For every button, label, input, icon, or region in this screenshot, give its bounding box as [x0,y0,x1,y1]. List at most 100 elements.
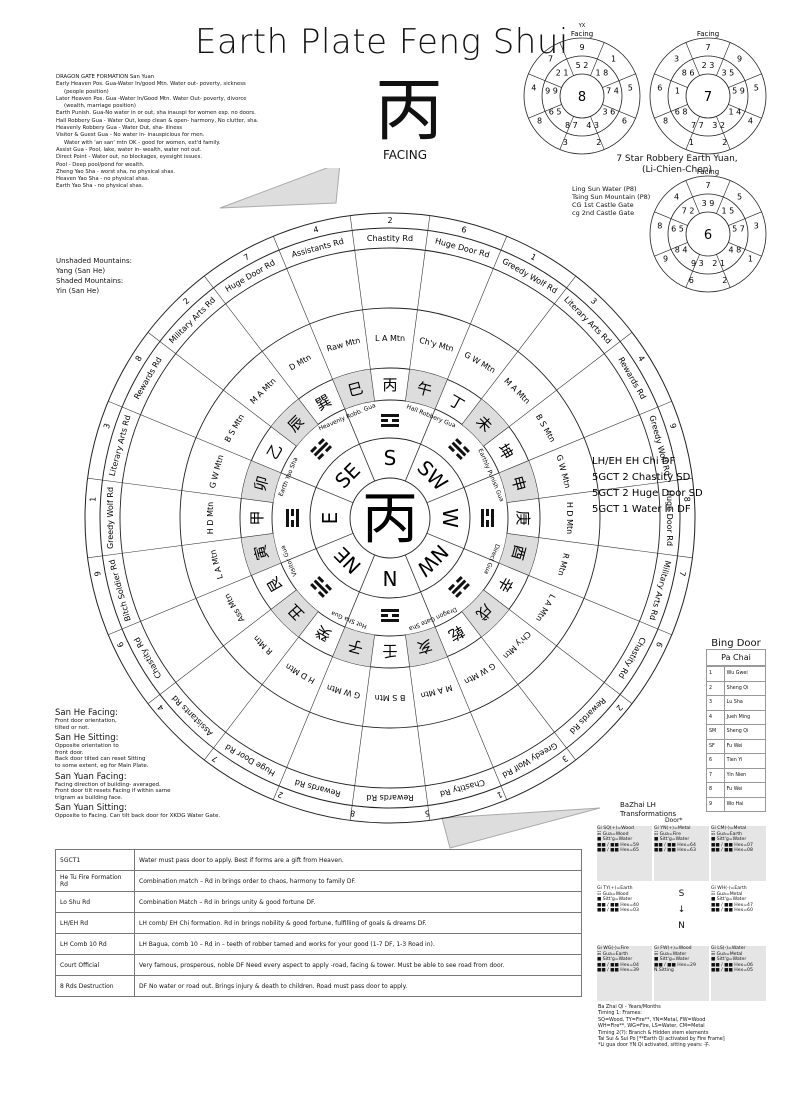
mountain-divider [148,332,296,446]
chart-center-number: 7 [704,90,712,105]
formation-name: 8 Rds Destruction [56,976,135,997]
legend-line: Later Heaven Pos. Gua -Water In/Good Mtn… [56,96,346,103]
trigram-icon [448,576,470,598]
mountain-glyph: 丁 [445,391,467,414]
ring-number: 8 [350,808,356,818]
door-label: Door* [665,817,682,824]
chart-outer-star: 7 [548,54,553,63]
formation-name: Court Official [56,955,135,976]
mountain-glyph: 乾 [445,622,467,645]
mountain-divider [484,590,632,704]
chart-outer-star: 8 [537,117,542,126]
mountain-star-label: H D Mtn [284,661,317,685]
door-cell-line: ■■ / ■■ Hex=03 [597,908,652,914]
mountain-star-label: Ass Mtn [223,592,247,624]
pa-chai-key: 4 [707,710,725,725]
pa-chai-row: SFFu Wei [707,739,766,754]
chart-outer-star: 8 [663,117,668,126]
ring-number: 2 [614,703,624,713]
road-star-label: Chastity Rd [367,234,413,243]
mountain-star-label: B S Mtn [375,693,406,702]
chart-cell-stars: 5 9 [732,87,745,96]
door-cell-line: ■■ / ■■ Hex=60 [711,908,766,914]
mountain-star-label: Raw Mtn [326,336,362,354]
mountain-glyph: 坤 [494,440,517,462]
door-cell-line: ■■ / ■■ Hex=65 [597,848,652,854]
door-cell-line: S [654,886,709,902]
ring-number: 9 [93,570,103,577]
mountain-star-label: D Mtn [288,353,313,373]
trigram-icon [481,509,494,527]
legend-line: Hall Robbery Gua - Water Out, keep clean… [56,118,346,125]
chart-outer-star: 3 [563,138,568,147]
legend-line: Heavenly Robbery Gua - Water Out, sha- i… [56,125,346,132]
legend-line: (people position) [56,89,346,96]
sitting-arrow [442,808,600,848]
ring-number: 6 [654,640,664,648]
mountain-star-label: R Mtn [556,552,571,577]
pa-chai-row: 6Tien Yi [707,754,766,769]
chart-cell-stars: 3 5 [722,68,735,77]
chart-cell-stars: 7 4 [606,87,619,96]
mountain-star-label: G W Mtn [208,454,226,489]
facing-caption: FACING [383,148,427,162]
bazhai-door-cell: Gi FW(+)=Wood☵ Gua=Water■ Sitt'g=Water■■… [654,946,709,1001]
formation-row: LH/EH RdLH comb/ EH Chi formation. Rd in… [56,913,582,934]
formation-description: Water must pass door to apply. Best if f… [135,850,582,871]
mountain-star-label: R Mtn [252,634,275,657]
pa-chai-value: Sheng Qi [724,681,765,696]
mountain-divider [484,332,632,446]
ring-number: 7 [677,570,687,577]
ring-number: 1 [529,252,538,262]
flying-star-chart: 72 33 55 91 43 27 76 818 6795421863Facin… [650,30,766,154]
flying-star-chart: 85 21 87 43 64 38 76 59 92 1915623847Fac… [524,23,640,154]
ring-number: 2 [276,789,284,799]
pa-chai-key: SF [707,739,725,754]
chart-cell-stars: 2 1 [556,68,569,77]
mountain-glyph: 癸 [312,622,334,645]
bazhai-title-line-1: BaZhai LH [620,801,676,810]
mountain-star-label: Ch'y Mtn [418,336,454,354]
road-star-label: Bitch Soldier Rd [107,558,132,622]
chart-cell-stars: 9 9 [545,87,558,96]
ring-number: 6 [116,640,126,648]
mountain-star-label: H D Mtn [565,502,574,534]
pa-chai-value: Jueh Ming [724,710,765,725]
ring-number: 1 [88,496,97,502]
chart-center-number: 8 [578,90,586,105]
legend-line: DRAGON GATE FORMATION San Yuan [56,74,346,81]
chart-outer-star: 1 [611,54,616,63]
door-compass-cell: S↓N [654,886,709,941]
legend-line: Visitor & Guest Gua - No water in- inaus… [56,132,346,139]
note-text: Facing direction of building- averaged. [55,782,225,789]
chart-cell-stars: 3 6 [602,108,615,117]
bazhai-door-cell: Gi SQ(+)=Wood☵ Gua=Wood■ Sitt'g=Water■■ … [597,826,652,881]
mountain-glyph: 壬 [382,642,397,660]
direction-label: NE [329,542,365,578]
formation-name: Lo Shu Rd [56,892,135,913]
formation-row: 5GCT1Water must pass door to apply. Best… [56,850,582,871]
pa-chai-key: 8 [707,783,725,798]
ring-number: 7 [242,252,251,262]
chart-cell-stars: 7 7 [691,121,704,130]
pa-chai-key: 1 [707,667,725,682]
chart-cell-stars: 2 3 [702,61,715,70]
note-text: trigram as building face. [55,795,225,802]
mountain-divider [462,612,576,760]
mountain-divider [462,276,576,424]
road-star-label: Rewards Rd [294,778,342,799]
mountain-star-label: B S Mtn [223,413,246,444]
pa-chai-value: Tien Yi [724,754,765,769]
bazhai-door-cell: Gi WH(-)=Earth☷ Gua=Metal■ Sitt'g=Water■… [711,886,766,941]
gua-formation-label: Hot Sha Gua [330,609,368,630]
pa-chai-row: 4Jueh Ming [707,710,766,725]
formation-description: Combination match – Rd in brings order t… [135,871,582,892]
pa-chai-value: Lu Sha [724,696,765,711]
mountain-star-label: G W Mtn [463,661,497,686]
road-star-label: Literary Arts Rd [108,414,133,477]
note-heading: San Yuan Facing: [55,772,225,782]
pa-chai-key: SM [707,725,725,740]
mountain-divider [499,563,672,635]
